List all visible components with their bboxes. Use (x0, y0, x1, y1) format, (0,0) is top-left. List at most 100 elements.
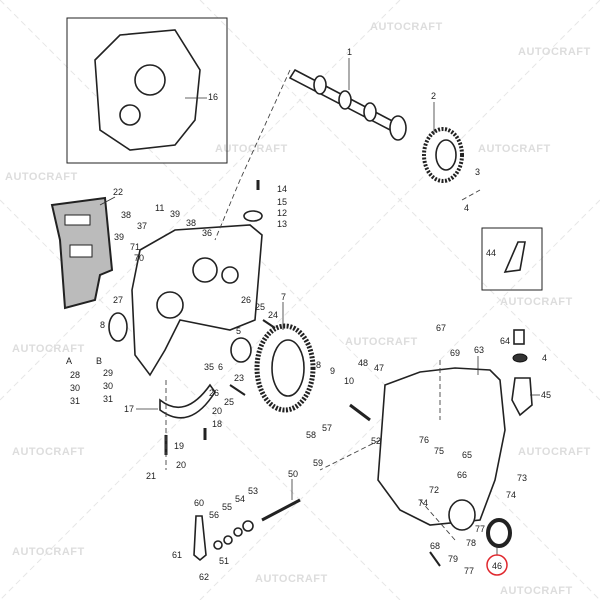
part-label[interactable]: 45 (541, 390, 551, 400)
part-label[interactable]: 25 (255, 302, 265, 312)
part-label[interactable]: 75 (434, 446, 444, 456)
svg-text:AUTOCRAFT: AUTOCRAFT (12, 546, 85, 558)
part-label[interactable]: 79 (448, 554, 458, 564)
part-label[interactable]: 44 (486, 248, 496, 258)
svg-text:AUTOCRAFT: AUTOCRAFT (5, 171, 78, 183)
part-label[interactable]: 53 (248, 486, 258, 496)
part-label[interactable]: 17 (124, 404, 134, 414)
part-label[interactable]: 13 (277, 219, 287, 229)
svg-text:AUTOCRAFT: AUTOCRAFT (518, 46, 591, 58)
part-label[interactable]: 4 (464, 203, 469, 213)
part-label[interactable]: 51 (219, 556, 229, 566)
part-label[interactable]: 30 (70, 383, 80, 393)
part-label-highlighted[interactable]: 46 (492, 561, 502, 571)
part-label[interactable]: 21 (146, 471, 156, 481)
part-label[interactable]: 36 (202, 228, 212, 238)
part-label[interactable]: 28 (70, 370, 80, 380)
part-label[interactable]: 67 (436, 323, 446, 333)
part-label[interactable]: 9 (330, 366, 335, 376)
part-label[interactable]: 26 (241, 295, 251, 305)
part-label[interactable]: 5 (236, 326, 241, 336)
part-label[interactable]: 62 (199, 572, 209, 582)
svg-text:AUTOCRAFT: AUTOCRAFT (215, 143, 288, 155)
part-label[interactable]: 22 (113, 187, 123, 197)
part-label[interactable]: 12 (277, 208, 287, 218)
part-label[interactable]: 55 (222, 502, 232, 512)
part-label[interactable]: 70 (134, 253, 144, 263)
part-label[interactable]: 2 (431, 91, 436, 101)
svg-text:AUTOCRAFT: AUTOCRAFT (518, 446, 591, 458)
part-label[interactable]: 38 (121, 210, 131, 220)
part-label[interactable]: 20 (176, 460, 186, 470)
part-label[interactable]: 57 (322, 423, 332, 433)
part-label[interactable]: 52 (371, 436, 381, 446)
part-label[interactable]: 61 (172, 550, 182, 560)
part-label[interactable]: 23 (234, 373, 244, 383)
part-label[interactable]: 58 (306, 430, 316, 440)
part-label[interactable]: 47 (374, 363, 384, 373)
oil-seal-part (486, 518, 512, 548)
timing-case-part (377, 367, 506, 526)
part-label[interactable]: 60 (194, 498, 204, 508)
part-label[interactable]: 27 (113, 295, 123, 305)
part-label[interactable]: 7 (281, 292, 286, 302)
crank-timing-gear (254, 323, 316, 413)
part-label[interactable]: 39 (114, 232, 124, 242)
part-label[interactable]: 39 (170, 209, 180, 219)
part-label[interactable]: 29 (103, 368, 113, 378)
part-label[interactable]: 11 (155, 203, 164, 213)
part-label[interactable]: 38 (186, 218, 196, 228)
part-label[interactable]: 69 (450, 348, 460, 358)
part-label[interactable]: 72 (429, 485, 439, 495)
part-label[interactable]: 74 (418, 498, 428, 508)
part-label[interactable]: 25 (224, 397, 234, 407)
part-label[interactable]: 50 (288, 469, 298, 479)
part-label[interactable]: 35 (204, 362, 214, 372)
variant-marker-b: B (96, 356, 102, 366)
part-label[interactable]: 56 (209, 510, 219, 520)
part-label[interactable]: 18 (212, 419, 222, 429)
part-label[interactable]: 31 (103, 394, 113, 404)
part-label[interactable]: 8 (316, 360, 321, 370)
part-label[interactable]: 59 (313, 458, 323, 468)
part-label[interactable]: 1 (347, 47, 352, 57)
part-label[interactable]: 31 (70, 396, 80, 406)
assembly-lines (165, 69, 481, 541)
cover-plate-part (243, 210, 263, 222)
part-label[interactable]: 74 (506, 490, 516, 500)
part-label[interactable]: 4 (542, 353, 547, 363)
watermarks: AUTOCRAFT AUTOCRAFT AUTOCRAFT AUTOCRAFT … (5, 21, 591, 597)
part-label[interactable]: 76 (419, 435, 429, 445)
part-label[interactable]: 8 (100, 320, 105, 330)
part-label[interactable]: 64 (500, 336, 510, 346)
part-label[interactable]: 6 (218, 362, 223, 372)
part-label[interactable]: 48 (358, 358, 368, 368)
part-label[interactable]: 3 (475, 167, 480, 177)
svg-text:AUTOCRAFT: AUTOCRAFT (255, 573, 328, 585)
svg-text:AUTOCRAFT: AUTOCRAFT (500, 585, 573, 597)
part-label[interactable]: 65 (462, 450, 472, 460)
variant-marker-a: A (66, 356, 72, 366)
part-label[interactable]: 66 (457, 470, 467, 480)
part-label[interactable]: 19 (174, 441, 184, 451)
part-label[interactable]: 71 (130, 242, 140, 252)
part-label[interactable]: 63 (474, 345, 484, 355)
svg-text:AUTOCRAFT: AUTOCRAFT (478, 143, 551, 155)
part-label[interactable]: 26 (209, 388, 219, 398)
part-label[interactable]: 16 (208, 92, 218, 102)
part-label[interactable]: 30 (103, 381, 113, 391)
part-label[interactable]: 77 (464, 566, 474, 576)
part-label[interactable]: 54 (235, 494, 245, 504)
part-label[interactable]: 37 (137, 221, 147, 231)
part-label[interactable]: 77 (475, 524, 485, 534)
camshaft (288, 68, 407, 141)
part-label[interactable]: 68 (430, 541, 440, 551)
inset-box-bracket (481, 227, 543, 291)
part-label[interactable]: 78 (466, 538, 476, 548)
part-label[interactable]: 14 (277, 184, 287, 194)
part-label[interactable]: 10 (344, 376, 354, 386)
part-label[interactable]: 20 (212, 406, 222, 416)
part-label[interactable]: 15 (277, 197, 287, 207)
part-label[interactable]: 73 (517, 473, 527, 483)
part-label[interactable]: 24 (268, 310, 278, 320)
